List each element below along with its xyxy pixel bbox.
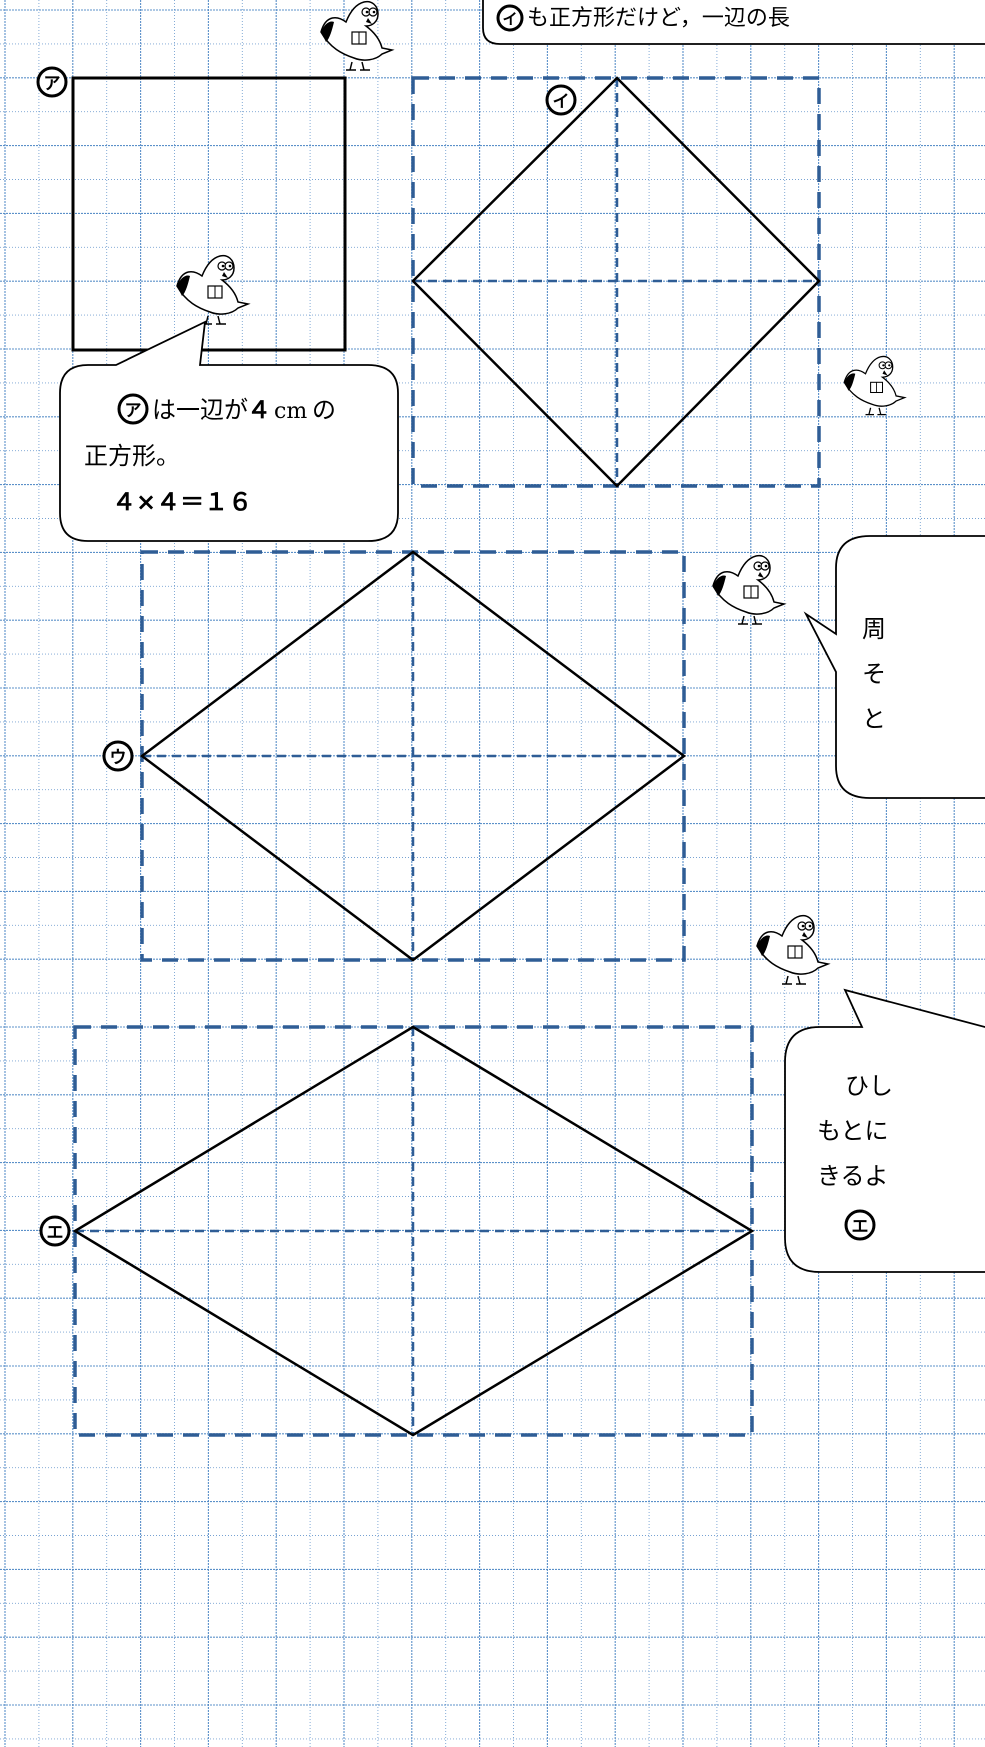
- bird-reading-book-icon: [320, 0, 393, 71]
- bird-reading-book-icon: [756, 914, 829, 985]
- bird-reading-book-icon: [712, 554, 785, 625]
- svg-text:エ: エ: [852, 1217, 869, 1237]
- svg-text:ア: ア: [125, 401, 142, 421]
- svg-text:と: と: [862, 705, 886, 733]
- bird-reading-book-icon: [176, 254, 249, 325]
- svg-text:もとに: もとに: [817, 1117, 889, 1145]
- svg-text:ウ: ウ: [110, 748, 127, 768]
- label-i: イ: [545, 84, 577, 116]
- speech-bubble-right-middle: 周 そ と: [803, 535, 985, 799]
- speech-bubble-right-bottom: ひし もとに きるよ エ: [784, 988, 985, 1273]
- shape-e-rhombus: [72, 1025, 755, 1437]
- svg-text:そ: そ: [862, 660, 886, 688]
- label-a: ア: [36, 66, 68, 98]
- svg-text:イ: イ: [553, 92, 570, 112]
- shape-i-diamond: [411, 76, 821, 488]
- shape-u-rhombus: [139, 550, 687, 962]
- svg-text:イ: イ: [502, 10, 517, 28]
- svg-text:も正方形だけど，一辺の長: も正方形だけど，一辺の長: [527, 6, 790, 31]
- label-u: ウ: [102, 740, 134, 772]
- svg-text:ひし: ひし: [845, 1072, 893, 1100]
- svg-text:正方形。: 正方形。: [84, 442, 180, 470]
- svg-text:の: の: [312, 396, 336, 424]
- svg-text:ア: ア: [44, 74, 61, 94]
- bird-reading-book-icon: [843, 355, 906, 416]
- svg-text:４×４＝１６: ４×４＝１６: [112, 488, 252, 516]
- svg-text:は一辺が: は一辺が: [152, 396, 248, 424]
- svg-text:周: 周: [862, 615, 886, 643]
- svg-text:きるよ: きるよ: [817, 1162, 889, 1190]
- label-e: エ: [39, 1215, 71, 1247]
- speech-bubble-top: イ も正方形だけど，一辺の長: [482, 0, 985, 45]
- svg-text:cm: cm: [274, 399, 307, 424]
- shape-a-square: [71, 76, 347, 352]
- svg-text:４: ４: [247, 396, 271, 424]
- speech-bubble-left: ア は一辺が ４ cm の 正方形。 ４×４＝１６: [59, 320, 399, 542]
- svg-text:エ: エ: [47, 1223, 64, 1243]
